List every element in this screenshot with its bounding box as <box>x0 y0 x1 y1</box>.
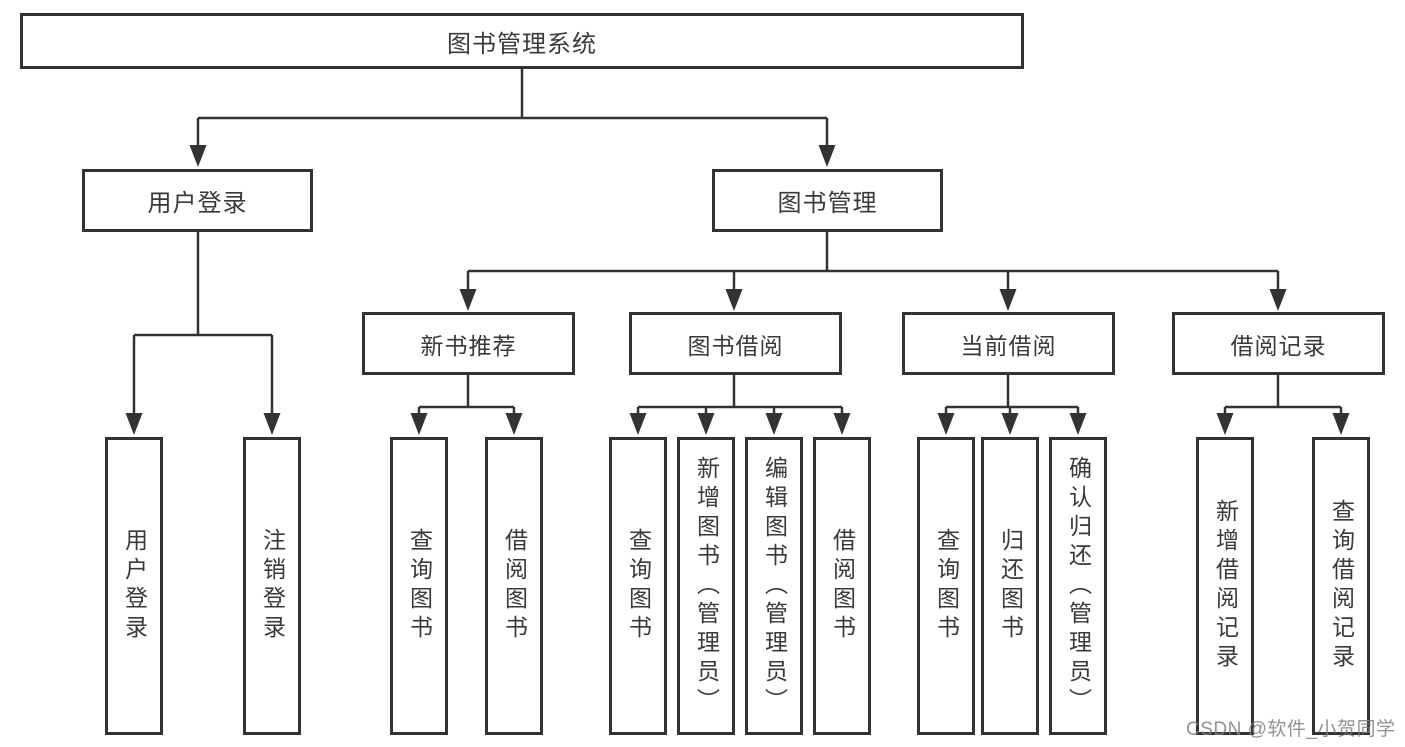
leaf-borrow-books-recommend: 借阅图书 <box>485 437 543 735</box>
leaf-edit-book-admin: 编辑图书（管理员） <box>745 437 803 735</box>
leaf-borrow-books: 借阅图书 <box>813 437 871 735</box>
leaf-confirm-return-admin: 确认归还（管理员） <box>1049 437 1107 735</box>
leaf-logout: 注销登录 <box>243 437 301 735</box>
arrowheads <box>125 145 1350 435</box>
leaf-user-login: 用户登录 <box>105 437 163 735</box>
leaf-query-books-current: 查询图书 <box>917 437 975 735</box>
node-current-borrow: 当前借阅 <box>902 312 1115 375</box>
leaf-add-book-admin: 新增图书（管理员） <box>677 437 735 735</box>
node-book-management: 图书管理 <box>712 169 943 232</box>
node-root: 图书管理系统 <box>20 13 1024 69</box>
csdn-watermark: CSDN @软件_小贺同学 <box>1186 719 1396 740</box>
leaf-add-borrow-record: 新增借阅记录 <box>1196 437 1254 735</box>
leaf-return-book: 归还图书 <box>981 437 1039 735</box>
node-book-borrow: 图书借阅 <box>629 312 842 375</box>
leaf-query-books-recommend: 查询图书 <box>390 437 448 735</box>
node-new-book-recommend: 新书推荐 <box>362 312 575 375</box>
leaf-query-borrow-record: 查询借阅记录 <box>1312 437 1370 735</box>
node-user-login: 用户登录 <box>82 169 313 232</box>
node-borrow-records: 借阅记录 <box>1172 312 1385 375</box>
leaf-query-books-borrow: 查询图书 <box>609 437 667 735</box>
